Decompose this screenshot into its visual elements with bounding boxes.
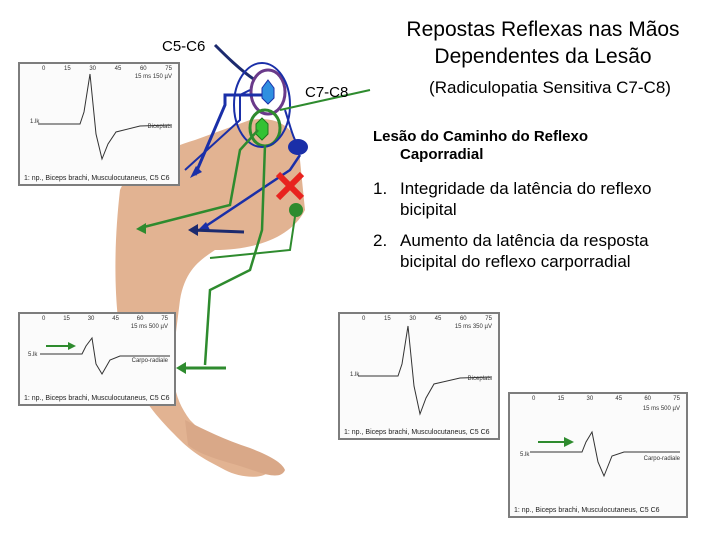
panel-caption: 1: np., Biceps brachi, Musculocutaneus, …	[344, 429, 490, 436]
panel-caption: 1: np., Biceps brachi, Musculocutaneus, …	[24, 175, 170, 182]
tick-label: 30	[87, 316, 95, 322]
emg-trace	[358, 325, 493, 416]
lesion-x-icon	[275, 171, 305, 201]
shoulder-line	[213, 43, 256, 82]
lesion-heading-line2: Caporradial	[400, 146, 484, 163]
tick-label: 30	[89, 66, 96, 72]
trace-right-label: Carpo-radiale	[131, 358, 168, 364]
tick-label: 0	[362, 316, 366, 322]
emg-panel-bottom-right: 0 15 30 45 60 75 15 ms 500 µV 5.lk Carpo…	[508, 392, 688, 518]
tick-label: 75	[673, 396, 680, 402]
tick-label: 45	[615, 396, 623, 402]
tick-label: 45	[114, 66, 122, 72]
finding-text: Integridade da latência do reflexo bicip…	[400, 179, 652, 219]
lesion-heading-line1: Lesão do Caminho do Reflexo	[373, 128, 589, 145]
tick-label: 15	[557, 396, 565, 402]
label-c5-c6: C5-C6	[162, 38, 206, 55]
findings-list: 1. Integridade da latência do reflexo bic…	[373, 178, 693, 282]
finding-item: 2. Aumento da latência da resposta bicipi…	[373, 230, 693, 272]
tick-label: 15	[383, 316, 391, 322]
tick-label: 45	[434, 316, 442, 322]
panel-caption: 1: np., Biceps brachi, Musculocutaneus, …	[24, 395, 170, 402]
trace-left-label: 5.lk	[28, 352, 38, 358]
scale-label: 15 ms 150 µV	[134, 74, 172, 80]
scale-label: 15 ms 500 µV	[642, 406, 680, 412]
tick-label: 0	[42, 66, 46, 72]
tick-label: 60	[644, 396, 652, 402]
slide-title: Repostas Reflexas nas Mãos Dependentes d…	[406, 18, 680, 68]
panel-caption: 1: np., Biceps brachi, Musculocutaneus, …	[514, 507, 660, 514]
blue-ganglion	[288, 139, 308, 155]
trace-right-label: Carpo-radiale	[643, 456, 680, 462]
finding-number: 1.	[373, 179, 388, 198]
cord-ring-outer	[233, 62, 291, 148]
slide-subtitle: (Radiculopatia Sensitiva C7-C8)	[429, 78, 671, 97]
emg-panel-top-left: 0 15 30 45 60 75 15 ms 150 µV 1.lk Bicep…	[18, 62, 180, 186]
scale-label: 15 ms 350 µV	[454, 324, 492, 330]
tick-label: 30	[409, 316, 416, 322]
tick-label: 15	[63, 316, 70, 322]
emg-panel-middle-right: 0 15 30 45 60 75 15 ms 350 µV 1.lk Bicep…	[338, 312, 500, 440]
tick-label: 75	[485, 316, 492, 322]
hand-shape	[185, 420, 285, 476]
green-neuron	[255, 117, 269, 141]
tick-label: 75	[161, 316, 168, 322]
blue-neuron	[261, 79, 275, 105]
scale-label: 15 ms 500 µV	[130, 324, 168, 330]
cord-ring-upper	[249, 68, 287, 116]
tick-label: 60	[136, 316, 144, 322]
trace-left-label: 1.lk	[350, 372, 360, 378]
trace-left-label: 5.lk	[520, 452, 530, 458]
finding-text: Aumento da latência da resposta bicipita…	[400, 231, 649, 271]
tick-label: 0	[532, 396, 536, 402]
trace-left-label: 1.lk	[30, 119, 40, 125]
finding-item: 1. Integridade da latência do reflexo bic…	[373, 178, 693, 220]
trace-right-label: Biceplats	[147, 124, 172, 130]
tick-label: 75	[165, 66, 172, 72]
tick-label: 0	[42, 316, 46, 322]
label-c7-c8: C7-C8	[305, 84, 349, 101]
tick-label: 45	[112, 316, 119, 322]
emg-panel-bottom-left: 0 15 30 45 60 75 15 ms 500 µV 5.lk Carpo…	[18, 312, 176, 406]
tick-label: 60	[139, 66, 147, 72]
tick-label: 60	[459, 316, 467, 322]
lesion-heading: Lesão do Caminho do Reflexo Caporradial	[373, 128, 673, 164]
emg-trace	[40, 336, 170, 375]
tick-label: 15	[63, 66, 71, 72]
emg-trace	[530, 430, 680, 478]
finding-number: 2.	[373, 231, 388, 250]
tick-label: 30	[586, 396, 594, 402]
emg-trace	[38, 73, 173, 161]
trace-right-label: Biceplats	[467, 376, 492, 382]
